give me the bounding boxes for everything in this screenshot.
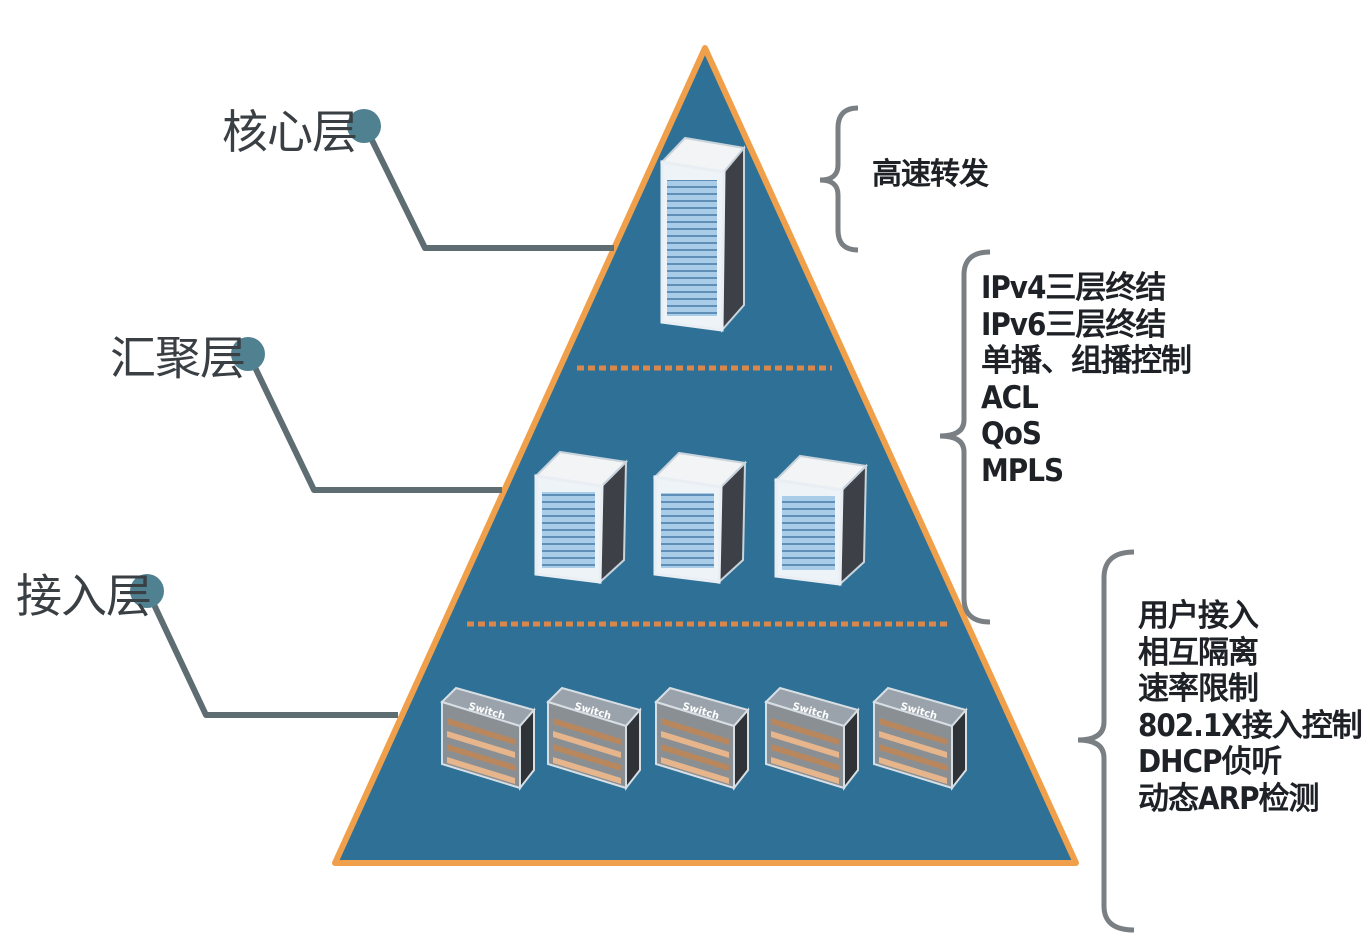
feature-item: IPv4三层终结 [981,270,1166,306]
access-switch-icon: Switch [546,686,642,791]
access-features-list: 用户接入 相互隔离 速率限制 802.1X接入控制 DHCP侦听 动态ARP检测 [1138,598,1362,817]
access-features-bracket [1077,549,1135,933]
feature-item: 高速转发 [872,157,989,192]
aggregation-features-bracket [939,249,991,625]
access-switch-icon: Switch [440,686,536,791]
feature-item: 用户接入 [1138,598,1259,634]
core-connector [347,109,614,251]
aggregation-switch-icon [773,454,869,587]
access-switch-icon: Switch [764,686,860,791]
aggregation-features-list: IPv4三层终结 IPv6三层终结 单播、组播控制 ACL QoS MPLS [981,270,1192,489]
access-layer-label: 接入层 [16,569,152,623]
feature-item: ACL [981,379,1039,416]
pyramid-shape [332,45,1079,866]
access-connector [130,574,398,718]
feature-item: 802.1X接入控制 [1138,707,1362,744]
feature-item: 速率限制 [1138,671,1259,708]
core-switch-icon [659,136,746,333]
aggregation-switch-icon [533,450,629,585]
feature-item: IPv6三层终结 [981,306,1166,343]
aggregation-layer-label: 汇聚层 [110,331,246,385]
access-switch-icon: Switch [654,686,750,791]
core-layer-label: 核心层 [222,105,358,159]
feature-item: MPLS [981,452,1064,489]
access-switch-icon: Switch [872,686,968,791]
feature-item: 动态ARP检测 [1138,780,1319,817]
core-features-bracket [819,105,859,253]
feature-item: 单播、组播控制 [981,343,1192,380]
feature-item: DHCP侦听 [1138,744,1282,781]
feature-item: QoS [981,416,1042,453]
aggregation-switch-icon [652,451,748,585]
feature-item: 相互隔离 [1138,634,1259,671]
core-features-list: 高速转发 [872,157,989,192]
aggregation-connector [231,337,502,493]
